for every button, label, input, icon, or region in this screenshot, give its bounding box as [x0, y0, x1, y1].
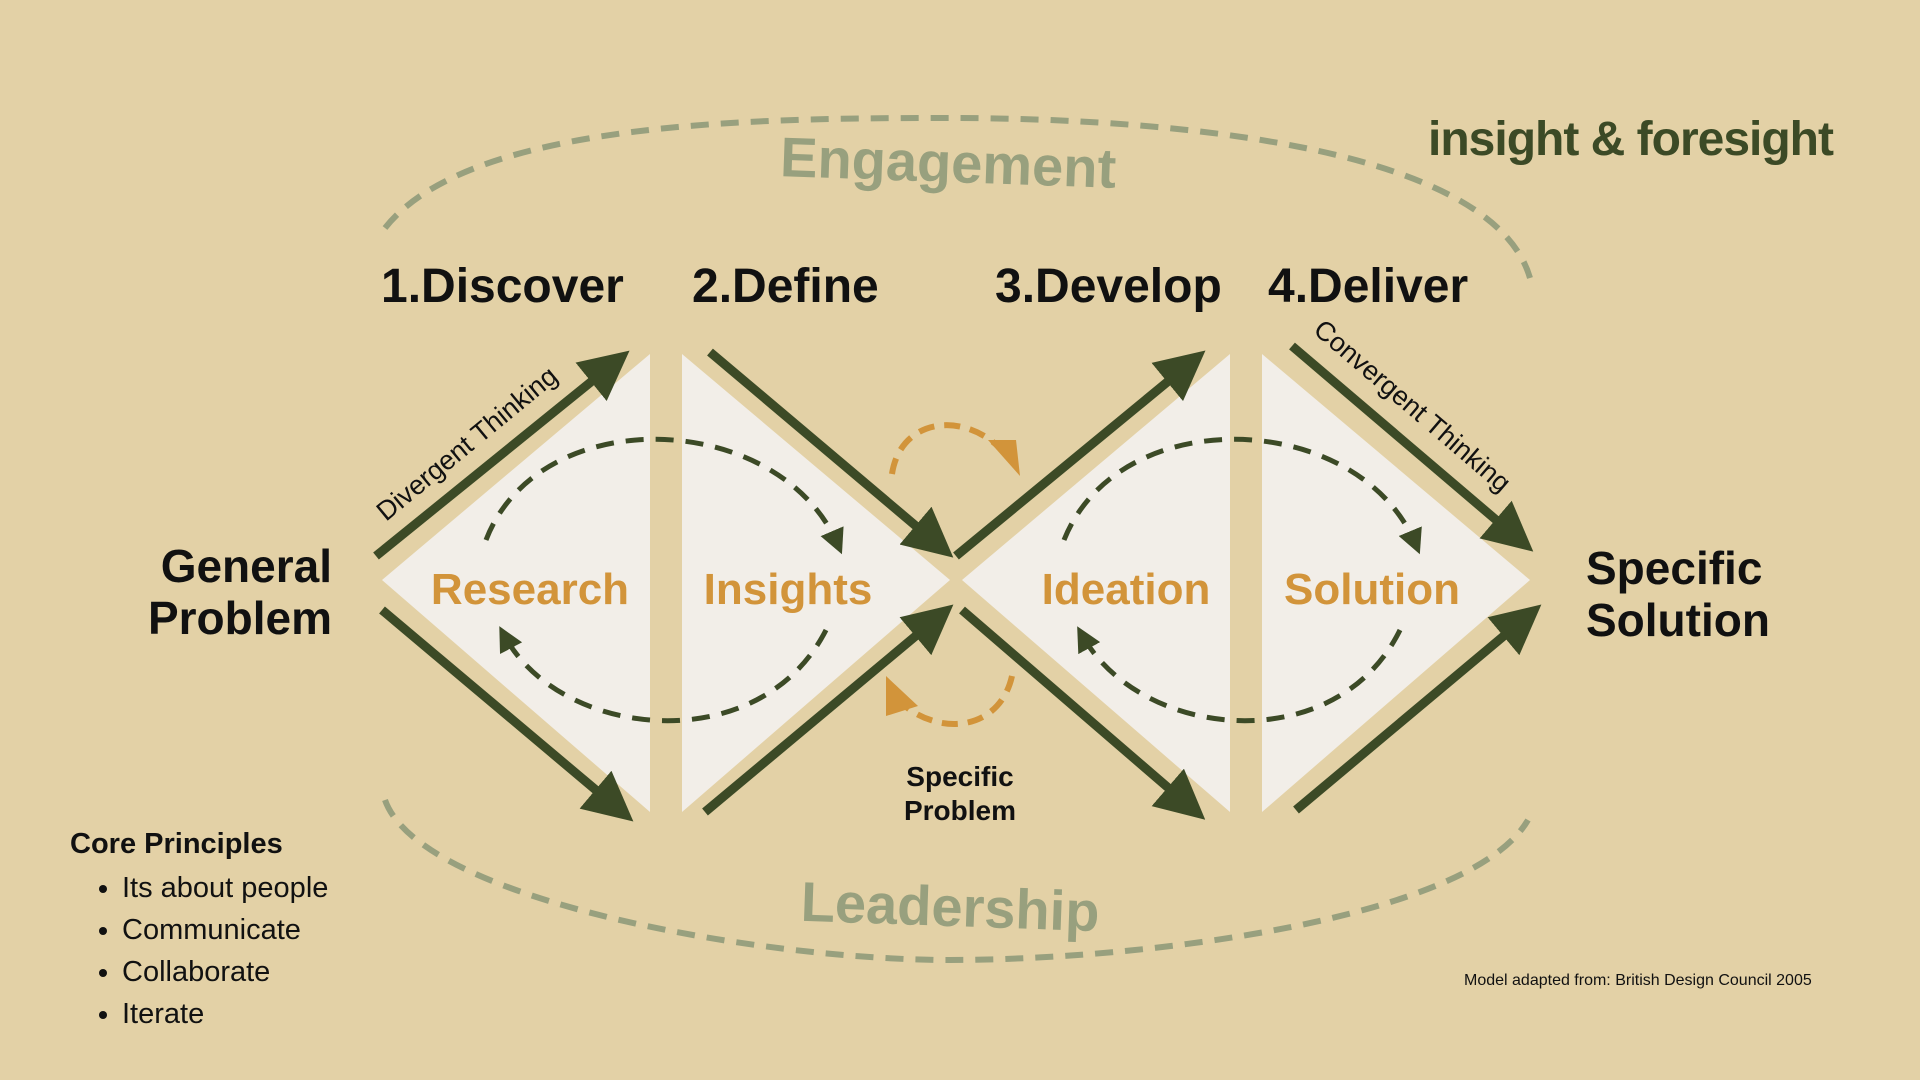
stage-title-discover: 1.Discover [381, 260, 624, 313]
specific-problem-line1: Specific [906, 761, 1013, 792]
iteration-loop-bottom-arrowhead [886, 676, 918, 716]
core-principles-title: Core Principles [70, 828, 283, 860]
ideation-triangle [962, 354, 1230, 812]
specific-solution-line2: Solution [1586, 594, 1770, 646]
phase-ideation: Ideation [1042, 565, 1211, 614]
stage-title-develop: 3.Develop [995, 260, 1222, 313]
left-loop-bottom [499, 626, 829, 724]
general-problem-line1: General [161, 540, 332, 592]
right-loop-bottom [1077, 626, 1403, 724]
list-item: Its about people [122, 867, 328, 909]
engagement-arc [382, 114, 1533, 279]
brand-wordmark: insight & foresight [1428, 113, 1834, 166]
stage-title-define: 2.Define [692, 260, 879, 313]
arrow-discover-down [379, 606, 634, 822]
solution-triangle [1262, 354, 1530, 812]
general-problem-line2: Problem [148, 592, 332, 644]
specific-solution-line1: Specific [1586, 542, 1762, 594]
engagement-label: Engagement [779, 125, 1117, 200]
phase-solution: Solution [1284, 565, 1460, 614]
arrow-define-up [702, 604, 954, 816]
arrow-develop-up [953, 350, 1206, 560]
attribution-note: Model adapted from: British Design Counc… [1464, 972, 1812, 989]
list-item: Communicate [122, 909, 328, 951]
left-loop-top [483, 436, 844, 555]
leadership-arc [382, 799, 1531, 964]
insights-triangle [682, 354, 950, 812]
phase-research: Research [431, 565, 629, 614]
leadership-label: Leadership [800, 870, 1101, 943]
iteration-loop-top [889, 422, 1003, 475]
arrow-deliver-up [1293, 604, 1542, 814]
list-item: Iterate [122, 993, 328, 1035]
stage-title-deliver: 4.Deliver [1268, 260, 1468, 313]
list-item: Collaborate [122, 951, 328, 993]
specific-problem-line2: Problem [904, 795, 1016, 826]
arrow-discover-up [373, 350, 630, 560]
iteration-loop-top-arrowhead [988, 440, 1020, 476]
research-triangle [382, 354, 650, 812]
arrow-deliver-down [1289, 342, 1534, 552]
arrow-define-down [707, 348, 954, 558]
arrow-develop-down [959, 606, 1206, 820]
core-principles: Core Principles Its about people Communi… [70, 828, 328, 1035]
right-loop-top [1061, 436, 1422, 555]
iteration-loop-bottom [897, 675, 1015, 727]
phase-insights: Insights [704, 565, 873, 614]
core-principles-list: Its about people Communicate Collaborate… [70, 867, 328, 1035]
